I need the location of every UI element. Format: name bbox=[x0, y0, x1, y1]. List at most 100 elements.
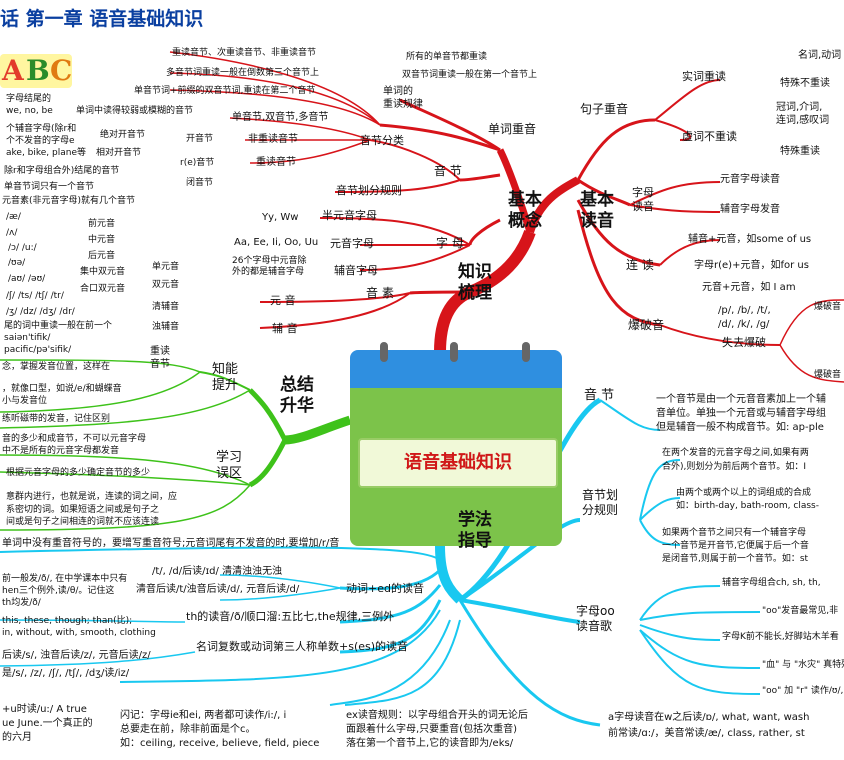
node-liaison: 连 读 bbox=[626, 258, 654, 272]
th-left-note: hen三个例外,读/θ/。记住这 bbox=[2, 586, 115, 596]
th-item: in, without, with, smooth, clothing bbox=[2, 628, 156, 638]
node-middle-vowel: 中元音 bbox=[88, 235, 116, 245]
branch-basic-reading: 基本 读音 bbox=[580, 190, 614, 232]
s-item: 后读/s/, 浊音后读/z/, 元音后读/z/ bbox=[2, 650, 151, 661]
ed-item: 清音后读/t/浊音后读/d/, 元音后读/d/ bbox=[136, 584, 300, 595]
summary-note: 间或是句子之间相连的词就不应该连读 bbox=[6, 517, 160, 527]
node-front-vowel: 前元音 bbox=[88, 219, 116, 229]
division-note: 是闭音节,则属于前一个音节。如：st bbox=[662, 554, 809, 564]
branch-summary: 总结 升华 bbox=[280, 375, 314, 417]
oo-item: a字母读音在w之后读/ɒ/, what, want, wash bbox=[608, 712, 810, 723]
ie-note: 如：ceiling, receive, believe, field, piec… bbox=[120, 738, 320, 749]
ex-note: 落在第一个音节上,它的读音即为/eks/ bbox=[346, 738, 514, 749]
node-method-syllable: 音 节 bbox=[584, 388, 615, 403]
node-consonant: 辅 音 bbox=[272, 322, 298, 335]
node-consonant-letters: 辅音字母 bbox=[334, 264, 378, 277]
node-centering-diphthong: 合口双元音 bbox=[80, 284, 126, 294]
plosive-sub: 爆破音 bbox=[814, 370, 842, 380]
stress-note: saiən'tifik/ bbox=[4, 333, 51, 343]
node-th-label: th的读音/ð/顺口溜:五比七,the规律,三例外 bbox=[186, 610, 395, 623]
syllable-class-item: 非重读音节 bbox=[248, 134, 298, 145]
division-note: 由两个或两个以上的词组成的合成 bbox=[676, 488, 812, 498]
node-syllable-class: 音节分类 bbox=[360, 134, 404, 147]
summary-note: 练听磁带的发音，记住区别 bbox=[2, 414, 111, 424]
s-item: 是/s/, /z/, /ʃ/, /tʃ/, /dʒ/读/iz/ bbox=[2, 668, 130, 679]
open-note: 个辅音字母(除r和 bbox=[6, 124, 77, 134]
logo-letter-a: A bbox=[2, 54, 24, 87]
content-item: 名词,动词 bbox=[798, 50, 842, 61]
node-closing-diphthong: 集中双元音 bbox=[80, 267, 126, 277]
node-syllable-rule: 音节划分规则 bbox=[336, 184, 402, 197]
page-title: 话 第一章 语音基础知识 bbox=[0, 8, 204, 30]
division-note: 如：birth-day, bath-room, class- bbox=[676, 501, 819, 511]
syllable-rule-item: 单音节词只有一个音节 bbox=[4, 182, 95, 192]
node-function-unstress: 虚词不重读 bbox=[682, 130, 737, 143]
node-back-vowel: 后元音 bbox=[88, 251, 116, 261]
summary-note: 系密切的词。如果短语之间或是句子之 bbox=[6, 505, 160, 515]
node-stressed-syllable: 重读 音节 bbox=[150, 346, 170, 370]
function-item: 冠词,介词, 连词,感叹词 bbox=[776, 102, 830, 126]
node-consonant-sound: 辅音字母发音 bbox=[720, 204, 780, 215]
calendar-ring bbox=[522, 342, 530, 362]
oo-item: "oo"发音最常见,非 bbox=[762, 606, 839, 616]
summary-note: 小与发音位 bbox=[2, 396, 48, 406]
node-r-syllable: r(e)音节 bbox=[180, 158, 215, 168]
node-ed-label: 动词+ed的读音 bbox=[346, 582, 424, 595]
true-note: 的六月 bbox=[2, 732, 32, 743]
consonant-letters-value: 26个字母中元音除 外的都是辅音字母 bbox=[232, 256, 307, 278]
node-plosive: 爆破音 bbox=[628, 318, 665, 332]
node-voiced: 浊辅音 bbox=[152, 322, 180, 332]
ie-note: 总要走在前，除非前面是个c。 bbox=[120, 724, 256, 735]
plosive-value: /p/, /b/, /t/, bbox=[718, 305, 771, 316]
ipa-row: /ʒ/ /dz/ /dʒ/ /dr/ bbox=[6, 307, 75, 317]
summary-note: 中不是所有的元音字母都发音 bbox=[2, 446, 120, 456]
logo-letter-c: C bbox=[50, 54, 73, 87]
open-note: ake, bike, plane等 bbox=[6, 148, 86, 158]
node-vowel-sound: 元音字母读音 bbox=[720, 174, 780, 185]
summary-note: 意群内进行，也就是说，连读的词之间，应 bbox=[6, 492, 178, 502]
method-syllable-note: 但是辅音一般不构成音节。如: ap-ple bbox=[656, 422, 824, 433]
node-mistakes: 学习 误区 bbox=[216, 450, 243, 482]
function-item: 特殊重读 bbox=[780, 146, 820, 157]
true-note: ue June.一个真正的 bbox=[2, 718, 93, 729]
oo-item: "血" 与 "水灾" 真特殊, bbox=[762, 660, 844, 670]
node-oo-song: 字母oo 读音歌 bbox=[576, 604, 615, 633]
oo-item: 前常读/ɑ:/，美音常读/æ/, class, rather, st bbox=[608, 728, 805, 739]
division-note: 在两个发音的元音字母之间,如果有两 bbox=[662, 448, 809, 458]
node-diphthong: 双元音 bbox=[152, 280, 180, 290]
liaison-item: 元音+元音，如 I am bbox=[702, 282, 796, 293]
node-semi-vowel: 半元音字母 bbox=[322, 209, 377, 222]
plosive-value: /d/, /k/, /g/ bbox=[718, 319, 770, 330]
open-note: 字母结尾的 bbox=[6, 94, 52, 104]
multi-syllable-item: 重读音节、次重读音节、非重读音节 bbox=[172, 48, 317, 58]
node-syllable: 音 节 bbox=[434, 164, 462, 178]
ipa-row: /ɔ/ /u:/ bbox=[8, 243, 37, 253]
summary-note: 念，掌握发音位置，这样在 bbox=[2, 362, 111, 372]
th-left-note: th均发/ð/ bbox=[2, 598, 41, 608]
content-item: 特殊不重读 bbox=[780, 78, 830, 89]
ex-note: ex读音规则：以字母组合开头的词无论后 bbox=[346, 710, 528, 721]
node-word-stress-rule: 单词的 重读规律 bbox=[383, 86, 423, 110]
syllable-class-item: 重读音节 bbox=[256, 157, 296, 168]
summary-note: ，就像口型，如说/e/和蝴蝶音 bbox=[2, 384, 122, 394]
node-sentence-stress: 句子重音 bbox=[580, 102, 629, 116]
stress-item: 双音节词重读一般在第一个音节上 bbox=[402, 70, 538, 80]
logo-letter-b: B bbox=[26, 54, 50, 87]
vowel-letters-value: Aa, Ee, Ii, Oo, Uu bbox=[234, 237, 319, 248]
node-open-syllable: 开音节 bbox=[186, 134, 214, 144]
node-lose-plosion: 失去爆破 bbox=[722, 336, 766, 349]
open-note: 个不发音的字母e bbox=[6, 136, 75, 146]
node-phoneme: 音 素 bbox=[366, 286, 394, 300]
summary-note: 根据元音字母的多少确定音节的多少 bbox=[6, 468, 151, 478]
method-syllable-note: 音单位。单独一个元音或与辅音字母组 bbox=[656, 408, 826, 419]
branch-study-methods: 学法 指导 bbox=[458, 510, 492, 552]
true-note: +u时读/u:/ A true bbox=[2, 704, 87, 715]
closed-note: 除r和字母组合外)结尾的音节 bbox=[4, 166, 120, 176]
calendar-ring bbox=[380, 342, 388, 362]
semi-vowel-value: Yy, Ww bbox=[262, 212, 299, 223]
division-note: 一个音节是开音节,它便属于后一个音 bbox=[662, 541, 809, 551]
branch-knowledge: 知识 梳理 bbox=[458, 262, 492, 304]
calendar-ring bbox=[450, 342, 458, 362]
node-voiceless: 清辅音 bbox=[152, 302, 180, 312]
